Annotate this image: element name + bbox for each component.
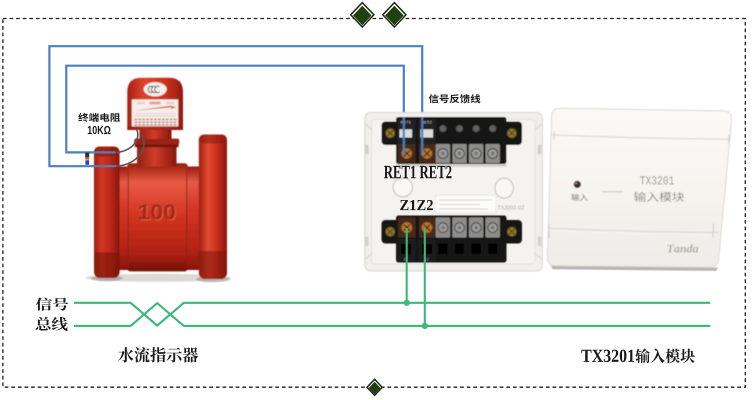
svg-text:RET2: RET2 bbox=[421, 120, 432, 125]
svg-text:TX3201-0Z: TX3201-0Z bbox=[498, 206, 526, 212]
svg-text:Z2: Z2 bbox=[424, 257, 429, 262]
svg-text:RET1: RET1 bbox=[401, 120, 412, 125]
